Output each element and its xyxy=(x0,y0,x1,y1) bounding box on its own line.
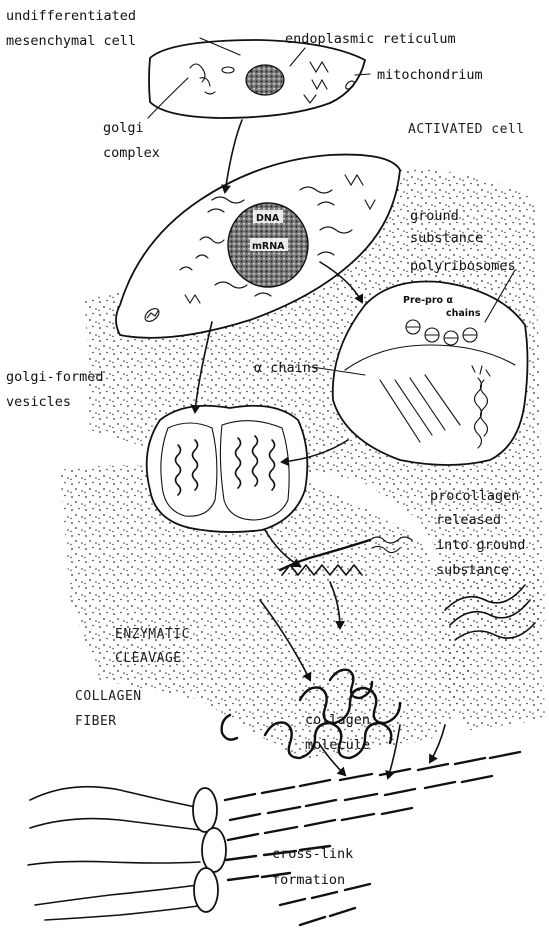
label-collagen-fiber-2: FIBER xyxy=(75,714,117,729)
label-golgi-2: complex xyxy=(103,145,160,161)
mesenchymal-cell xyxy=(149,40,365,118)
label-crosslink-2: formation xyxy=(272,872,345,888)
label-collagen-fiber-1: COLLAGEN xyxy=(75,689,142,704)
label-undifferentiated-1: undifferentiated xyxy=(6,8,136,24)
label-crosslink-1: cross-link xyxy=(272,846,353,862)
collagen-fiber-bundle xyxy=(28,787,226,920)
label-collagen-molecule-1: collagen xyxy=(305,712,370,728)
label-procollagen-3: into ground xyxy=(436,537,525,553)
label-cleavage: CLEAVAGE xyxy=(115,651,182,666)
label-ground-1: ground xyxy=(410,208,459,224)
label-mitochondrium: mitochondrium xyxy=(377,67,483,83)
label-golgi-formed-1: golgi-formed xyxy=(6,369,104,385)
label-procollagen-2: released xyxy=(436,512,501,528)
label-enzymatic: ENZYMATIC xyxy=(115,627,190,642)
label-polyribosomes: polyribosomes xyxy=(410,258,516,274)
mesenchymal-nucleus xyxy=(246,65,284,95)
label-collagen-molecule-2: molecule xyxy=(305,737,370,753)
label-ground-2: substance xyxy=(410,230,483,246)
label-endoplasmic-reticulum: endoplasmic reticulum xyxy=(285,31,456,47)
nucleus-rna-label: mRNA xyxy=(252,241,285,252)
nucleus-dna-label: DNA xyxy=(256,213,280,224)
label-alpha-chains: α chains xyxy=(254,360,319,376)
pre-pro-label-line2: chains xyxy=(446,308,481,319)
label-activated-cell: ACTIVATED cell xyxy=(408,122,525,137)
ribosome-vesicle: Pre-pro α chains xyxy=(333,281,528,465)
pre-pro-label-line1: Pre-pro α xyxy=(403,295,453,306)
label-procollagen-1: procollagen xyxy=(430,488,519,504)
label-procollagen-4: substance xyxy=(436,562,509,578)
cross-linked-fibrils xyxy=(225,752,520,925)
label-undifferentiated-2: mesenchymal cell xyxy=(6,33,136,49)
label-golgi-1: golgi xyxy=(103,120,144,136)
golgi-vesicle xyxy=(147,406,308,532)
label-golgi-formed-2: vesicles xyxy=(6,394,71,410)
